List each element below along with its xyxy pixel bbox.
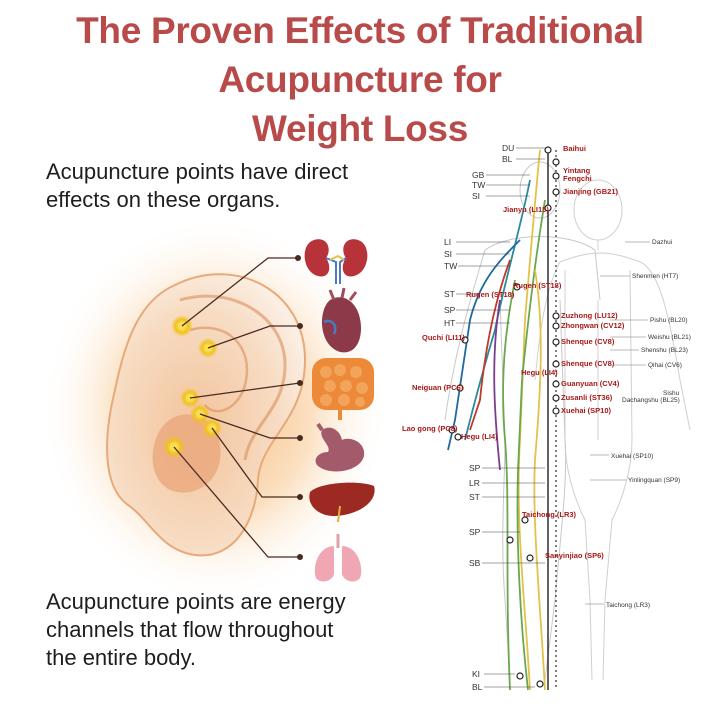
svg-text:Yintang: Yintang: [563, 166, 591, 175]
svg-text:Fengchi: Fengchi: [563, 174, 592, 183]
svg-text:BL: BL: [502, 154, 513, 164]
svg-text:SP: SP: [469, 463, 481, 473]
svg-text:Dachangshu (BL25): Dachangshu (BL25): [622, 397, 680, 404]
ear-helix-fold: [179, 294, 287, 461]
svg-text:Guanyuan (CV4): Guanyuan (CV4): [561, 379, 620, 388]
svg-text:Neiguan (PC6): Neiguan (PC6): [412, 383, 464, 392]
svg-text:Zhongwan (CV12): Zhongwan (CV12): [561, 321, 625, 330]
svg-text:SP: SP: [444, 305, 456, 315]
intestines-icon: [312, 358, 374, 420]
svg-text:Baihui: Baihui: [563, 144, 586, 153]
svg-text:GB: GB: [472, 170, 485, 180]
svg-text:Shenque (CV8): Shenque (CV8): [561, 359, 615, 368]
acupoint-markers: [448, 146, 560, 688]
stomach-icon: [315, 422, 365, 472]
svg-text:LR: LR: [469, 478, 480, 488]
ear-concha: [152, 414, 221, 493]
acupoint-labels: Baihui Yintang Fengchi Jianjing (GB21) J…: [402, 144, 625, 560]
back-point-labels: Dazhui Shenmen (HT7) Pishu (BL20) Weishu…: [606, 239, 691, 609]
svg-text:Shenque (CV8): Shenque (CV8): [561, 337, 615, 346]
svg-text:Sanyinjiao (SP6): Sanyinjiao (SP6): [545, 551, 604, 560]
svg-text:Lao gong (PC8): Lao gong (PC8): [402, 424, 458, 433]
kidneys-icon: [304, 239, 368, 284]
svg-text:SP: SP: [469, 527, 481, 537]
page-title: The Proven Effects of Traditional Acupun…: [0, 6, 720, 153]
svg-text:Dazhui: Dazhui: [652, 239, 672, 246]
title-line-1: The Proven Effects of Traditional: [76, 10, 644, 51]
title-line-2: Acupuncture for: [218, 59, 502, 100]
meridian-labels-left: DU BL GB TW SI LI SI TW ST SP HT SP LR S…: [444, 143, 514, 692]
svg-text:Taichong (LR3): Taichong (LR3): [606, 602, 650, 609]
svg-text:Xuehai (SP10): Xuehai (SP10): [611, 453, 653, 460]
svg-text:Taichong (LR3): Taichong (LR3): [522, 510, 577, 519]
svg-text:Rugen (ST18): Rugen (ST18): [466, 290, 515, 299]
svg-text:Yinlingquan (SP9): Yinlingquan (SP9): [628, 477, 680, 484]
svg-text:Hegu (LI4): Hegu (LI4): [521, 368, 558, 377]
svg-text:LI: LI: [444, 237, 451, 247]
body-outline-back: [534, 179, 691, 681]
left-label-leaders: [456, 147, 545, 688]
svg-text:KI: KI: [472, 669, 480, 679]
svg-text:Rugen (ST18): Rugen (ST18): [513, 281, 562, 290]
body-outline-front: [444, 161, 601, 681]
svg-text:Shenshu (BL23): Shenshu (BL23): [641, 347, 688, 354]
ear-organ-connectors: [173, 257, 301, 558]
svg-text:Zuzhong (LU12): Zuzhong (LU12): [561, 311, 618, 320]
title-line-3: Weight Loss: [252, 108, 468, 149]
svg-text:Jianyu (LI15): Jianyu (LI15): [503, 205, 549, 214]
svg-text:ST: ST: [469, 492, 480, 502]
liver-icon: [309, 482, 375, 523]
svg-text:BL: BL: [472, 682, 483, 692]
svg-text:SB: SB: [469, 558, 481, 568]
svg-text:Weishu (BL21): Weishu (BL21): [648, 334, 691, 341]
lungs-icon: [314, 534, 362, 582]
svg-text:TW: TW: [444, 261, 457, 271]
svg-text:Shenmen (HT7): Shenmen (HT7): [632, 273, 678, 280]
svg-text:Pishu (BL20): Pishu (BL20): [650, 317, 688, 324]
heart-icon: [321, 287, 361, 353]
svg-text:Xuehai (SP10): Xuehai (SP10): [561, 406, 612, 415]
right-label-leaders: [585, 241, 650, 605]
svg-text:Zusanli (ST36): Zusanli (ST36): [561, 393, 613, 402]
svg-text:Jianjing (GB21): Jianjing (GB21): [563, 187, 619, 196]
svg-text:Hegu (LI4): Hegu (LI4): [461, 432, 498, 441]
svg-text:TW: TW: [472, 180, 485, 190]
connector-end-dots: [295, 255, 303, 560]
svg-text:SI: SI: [444, 249, 452, 259]
svg-text:HT: HT: [444, 318, 455, 328]
svg-text:DU: DU: [502, 143, 514, 153]
svg-text:ST: ST: [444, 289, 455, 299]
caption-organs: Acupuncture points have direct effects o…: [46, 159, 349, 212]
svg-text:SI: SI: [472, 191, 480, 201]
meridian-lines: [447, 149, 557, 691]
svg-text:Sishu: Sishu: [663, 390, 680, 397]
ear-antihelix: [189, 326, 249, 413]
svg-text:Qihai (CV6): Qihai (CV6): [648, 362, 682, 369]
svg-text:Quchi (LI11): Quchi (LI11): [422, 333, 465, 342]
